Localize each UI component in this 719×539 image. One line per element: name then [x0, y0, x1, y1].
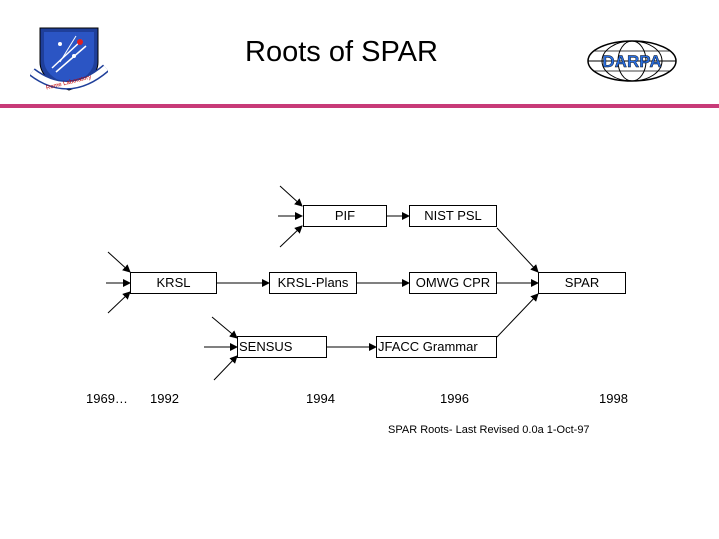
revision-caption: SPAR Roots- Last Revised 0.0a 1-Oct-97	[388, 424, 590, 436]
node-sensus: SENSUS	[237, 336, 327, 358]
arrow-into-krsl-upper	[107, 251, 131, 273]
node-jfacc-grammar: JFACC Grammar	[376, 336, 497, 358]
node-krsl: KRSL	[130, 272, 217, 294]
arrow-into-pif-lower	[279, 225, 303, 248]
arrow-jfacc-to-spar	[496, 293, 539, 338]
logo-right-text: DARPA	[602, 52, 661, 71]
node-krsl-plans: KRSL-Plans	[269, 272, 357, 294]
arrow-into-sensus-upper	[211, 316, 238, 339]
timeline-year: 1996	[440, 391, 469, 406]
arrow-nist-psl-to-spar	[496, 227, 539, 273]
timeline-year: 1998	[599, 391, 628, 406]
header-divider	[0, 104, 719, 108]
rome-laboratory-logo: Rome Laboratory	[30, 27, 108, 92]
arrow-into-sensus-lower	[213, 355, 238, 381]
node-pif: PIF	[303, 205, 387, 227]
node-omwg-cpr: OMWG CPR	[409, 272, 497, 294]
arrow-into-krsl-lower	[107, 291, 131, 314]
timeline-year: 1994	[306, 391, 335, 406]
node-spar: SPAR	[538, 272, 626, 294]
arrow-into-pif-upper	[279, 185, 303, 207]
timeline-year: 1992	[150, 391, 179, 406]
page-title: Roots of SPAR	[245, 36, 438, 68]
node-nist-psl: NIST PSL	[409, 205, 497, 227]
darpa-logo: DARPA	[587, 40, 677, 82]
timeline-year: 1969…	[86, 391, 128, 406]
